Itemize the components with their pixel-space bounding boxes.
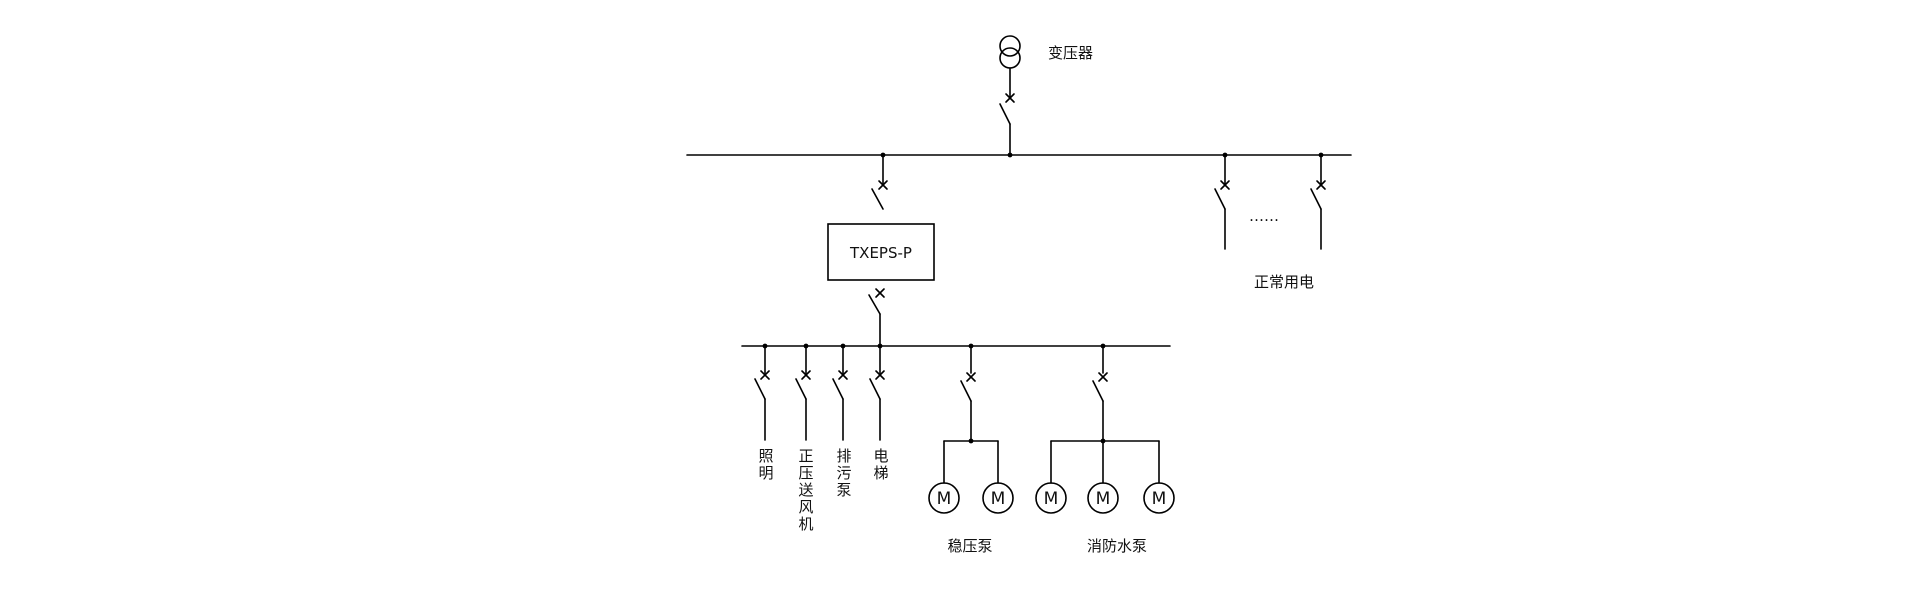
lighting-label-char: 照 — [758, 447, 773, 465]
fan-label-char: 机 — [798, 515, 813, 533]
motor-label: M — [1152, 489, 1167, 509]
junction-dot — [968, 438, 974, 444]
junction-dot — [840, 343, 846, 349]
fan-label-char: 送 — [798, 481, 813, 499]
transformer-symbol — [999, 35, 1021, 69]
lighting-label-char: 明 — [758, 464, 773, 482]
transformer-winding-secondary — [999, 47, 1021, 69]
normal-feeder-2-breaker — [1310, 180, 1326, 210]
eps-output-breaker — [868, 288, 885, 315]
motor-label: M — [1096, 489, 1111, 509]
sewage-label-char: 泵 — [836, 481, 851, 499]
fan-label-char: 风 — [798, 498, 813, 516]
motor-symbol — [928, 482, 960, 514]
motor-symbol — [1087, 482, 1119, 514]
junction-dot — [1007, 152, 1013, 158]
fan-breaker — [795, 370, 811, 400]
normal-power-label: 正常用电 — [1254, 273, 1314, 291]
junction-dot — [803, 343, 809, 349]
elevator-label-char: 梯 — [873, 464, 888, 482]
sewage-label-char: 污 — [836, 464, 851, 482]
fire-pump-label: 消防水泵 — [1087, 537, 1147, 555]
motor-label: M — [991, 489, 1006, 509]
junction-dots — [762, 152, 1324, 444]
motor-symbol — [1035, 482, 1067, 514]
sewage-breaker — [832, 370, 848, 400]
transformer-label: 变压器 — [1048, 44, 1093, 62]
motor-symbol — [982, 482, 1014, 514]
junction-dot — [877, 343, 883, 349]
eps-input-breaker — [871, 180, 888, 210]
motor-symbol — [1143, 482, 1175, 514]
eps-box-label: TXEPS-P — [849, 244, 912, 262]
sewage-label-char: 排 — [836, 447, 851, 465]
regulator-breaker — [960, 372, 976, 402]
normal-feeder-1-breaker — [1214, 180, 1230, 210]
eps-box — [827, 223, 935, 281]
fire-pump-breaker — [1092, 372, 1108, 402]
fan-label-char: 正 — [798, 447, 813, 465]
junction-dot — [968, 343, 974, 349]
lighting-breaker — [754, 370, 770, 400]
motor-label: M — [937, 489, 952, 509]
main-breaker — [999, 93, 1015, 125]
junction-dot — [880, 152, 886, 158]
junction-dot — [762, 343, 768, 349]
junction-dot — [1318, 152, 1324, 158]
ellipsis-label: …… — [1249, 207, 1279, 225]
fan-label-char: 压 — [798, 464, 813, 482]
elevator-breaker — [869, 370, 885, 400]
elevator-label-char: 电 — [873, 447, 888, 465]
junction-dot — [1100, 343, 1106, 349]
junction-dot — [1222, 152, 1228, 158]
motor-label: M — [1044, 489, 1059, 509]
junction-dot — [1100, 438, 1106, 444]
regulator-pump-label: 稳压泵 — [947, 537, 992, 555]
transformer-winding-primary — [999, 35, 1021, 57]
